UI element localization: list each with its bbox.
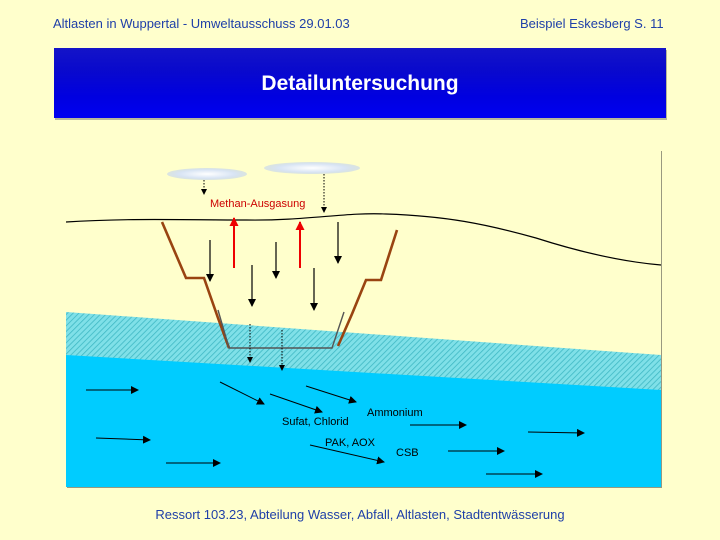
flow-arrow <box>527 428 585 437</box>
pak-aox-label: PAK, AOX <box>325 437 376 449</box>
diagram-svg: Methan-Ausgasung Sufat, Chlorid Ammonium… <box>66 150 661 487</box>
groundwater-flow-arrows <box>86 381 585 478</box>
header-right-page: Beispiel Eskesberg S. 11 <box>520 16 664 31</box>
header-left-title: Altlasten in Wuppertal - Umweltausschuss… <box>53 16 350 31</box>
flow-arrow <box>95 435 151 444</box>
pit-wall-left <box>160 221 231 349</box>
landfill-diagram: Methan-Ausgasung Sufat, Chlorid Ammonium… <box>66 150 661 487</box>
page-title: Detailuntersuchung <box>261 72 459 95</box>
ammonium-label: Ammonium <box>367 407 423 419</box>
cloud-left <box>167 168 247 180</box>
groundwater-zone <box>66 355 661 487</box>
pit-wall-right <box>336 229 399 347</box>
methane-label: Methan-Ausgasung <box>210 198 305 210</box>
flow-arrow <box>219 381 265 405</box>
pit-liner <box>217 309 345 349</box>
cloud-right <box>264 162 360 174</box>
title-banner: Detailuntersuchung <box>54 48 666 118</box>
sulfate-chloride-label: Sufat, Chlorid <box>282 416 349 428</box>
flow-arrow <box>309 444 385 465</box>
ground-surface-line <box>66 213 661 266</box>
footer-department: Ressort 103.23, Abteilung Wasser, Abfall… <box>155 507 565 522</box>
flow-arrow <box>269 393 323 414</box>
flow-arrow <box>305 385 357 404</box>
csb-label: CSB <box>396 447 419 459</box>
